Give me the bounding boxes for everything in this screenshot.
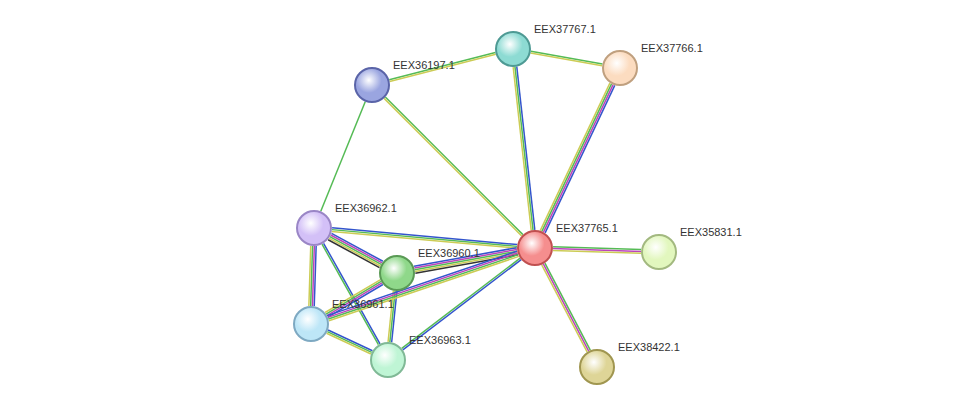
evidence-line: [321, 102, 365, 212]
evidence-line: [402, 258, 520, 348]
node-label: EEX37765.1: [556, 222, 618, 235]
protein-node: EEX37765.1: [517, 230, 553, 266]
protein-node: EEX37767.1: [495, 31, 531, 67]
evidence-line: [327, 332, 371, 353]
evidence-line: [328, 253, 518, 317]
evidence-line: [330, 237, 381, 265]
interaction-edge: [322, 243, 380, 344]
interaction-edge: [309, 246, 316, 306]
evidence-line: [545, 263, 590, 350]
evidence-line: [513, 67, 531, 230]
node-label: EEX37767.1: [534, 23, 596, 36]
evidence-line: [542, 84, 612, 231]
evidence-line: [545, 85, 615, 232]
interaction-edge: [321, 102, 365, 212]
evidence-line: [324, 243, 380, 344]
interaction-edge: [327, 330, 373, 354]
protein-node: EEX36960.1: [379, 255, 415, 291]
evidence-line: [328, 330, 372, 351]
evidence-line: [517, 67, 535, 230]
interaction-edge: [328, 233, 383, 267]
node-label: EEX36962.1: [335, 202, 397, 215]
interaction-edge: [384, 97, 523, 236]
node-label: EEX36961.1: [332, 298, 394, 311]
protein-node: EEX35831.1: [641, 234, 677, 270]
evidence-line: [332, 230, 517, 247]
evidence-line: [385, 97, 523, 235]
protein-node: EEX36197.1: [354, 67, 390, 103]
evidence-line: [515, 67, 533, 230]
evidence-line: [384, 98, 522, 236]
evidence-line: [329, 238, 380, 266]
protein-node: EEX37766.1: [602, 50, 638, 86]
evidence-line: [329, 256, 519, 320]
evidence-line: [543, 85, 613, 232]
interaction-edge: [389, 53, 496, 82]
evidence-line: [531, 51, 603, 64]
evidence-line: [332, 233, 383, 261]
evidence-line: [328, 255, 518, 319]
node-label: EEX36960.1: [418, 247, 480, 260]
protein-node: EEX38422.1: [579, 349, 615, 385]
protein-node: EEX36962.1: [296, 210, 332, 246]
evidence-line: [390, 54, 496, 81]
interaction-edge: [402, 258, 521, 350]
node-label: EEX38422.1: [618, 341, 680, 354]
interaction-edge: [553, 247, 641, 253]
interaction-edge: [540, 83, 615, 233]
evidence-line: [327, 251, 517, 315]
evidence-line: [331, 235, 382, 263]
evidence-line: [332, 231, 517, 248]
evidence-line: [327, 333, 371, 354]
protein-node: EEX36963.1: [370, 342, 406, 378]
interaction-edge: [327, 251, 519, 321]
evidence-line: [389, 53, 495, 80]
evidence-line: [553, 250, 641, 253]
evidence-line: [332, 228, 517, 245]
evidence-line: [403, 260, 521, 350]
node-label: EEX36197.1: [393, 59, 455, 72]
node-label: EEX36963.1: [409, 334, 471, 347]
evidence-line: [328, 240, 379, 268]
evidence-line: [543, 264, 588, 351]
evidence-line: [531, 53, 603, 66]
evidence-line: [542, 265, 587, 352]
node-label: EEX35831.1: [680, 226, 742, 239]
interaction-edge: [531, 51, 603, 65]
interaction-edge: [332, 228, 517, 248]
node-label: EEX37766.1: [641, 42, 703, 55]
evidence-line: [540, 83, 610, 230]
protein-node: EEX36961.1: [293, 306, 329, 342]
evidence-line: [322, 244, 378, 345]
interaction-edge: [513, 67, 535, 231]
interaction-edge: [542, 263, 591, 352]
evidence-line: [309, 246, 311, 306]
